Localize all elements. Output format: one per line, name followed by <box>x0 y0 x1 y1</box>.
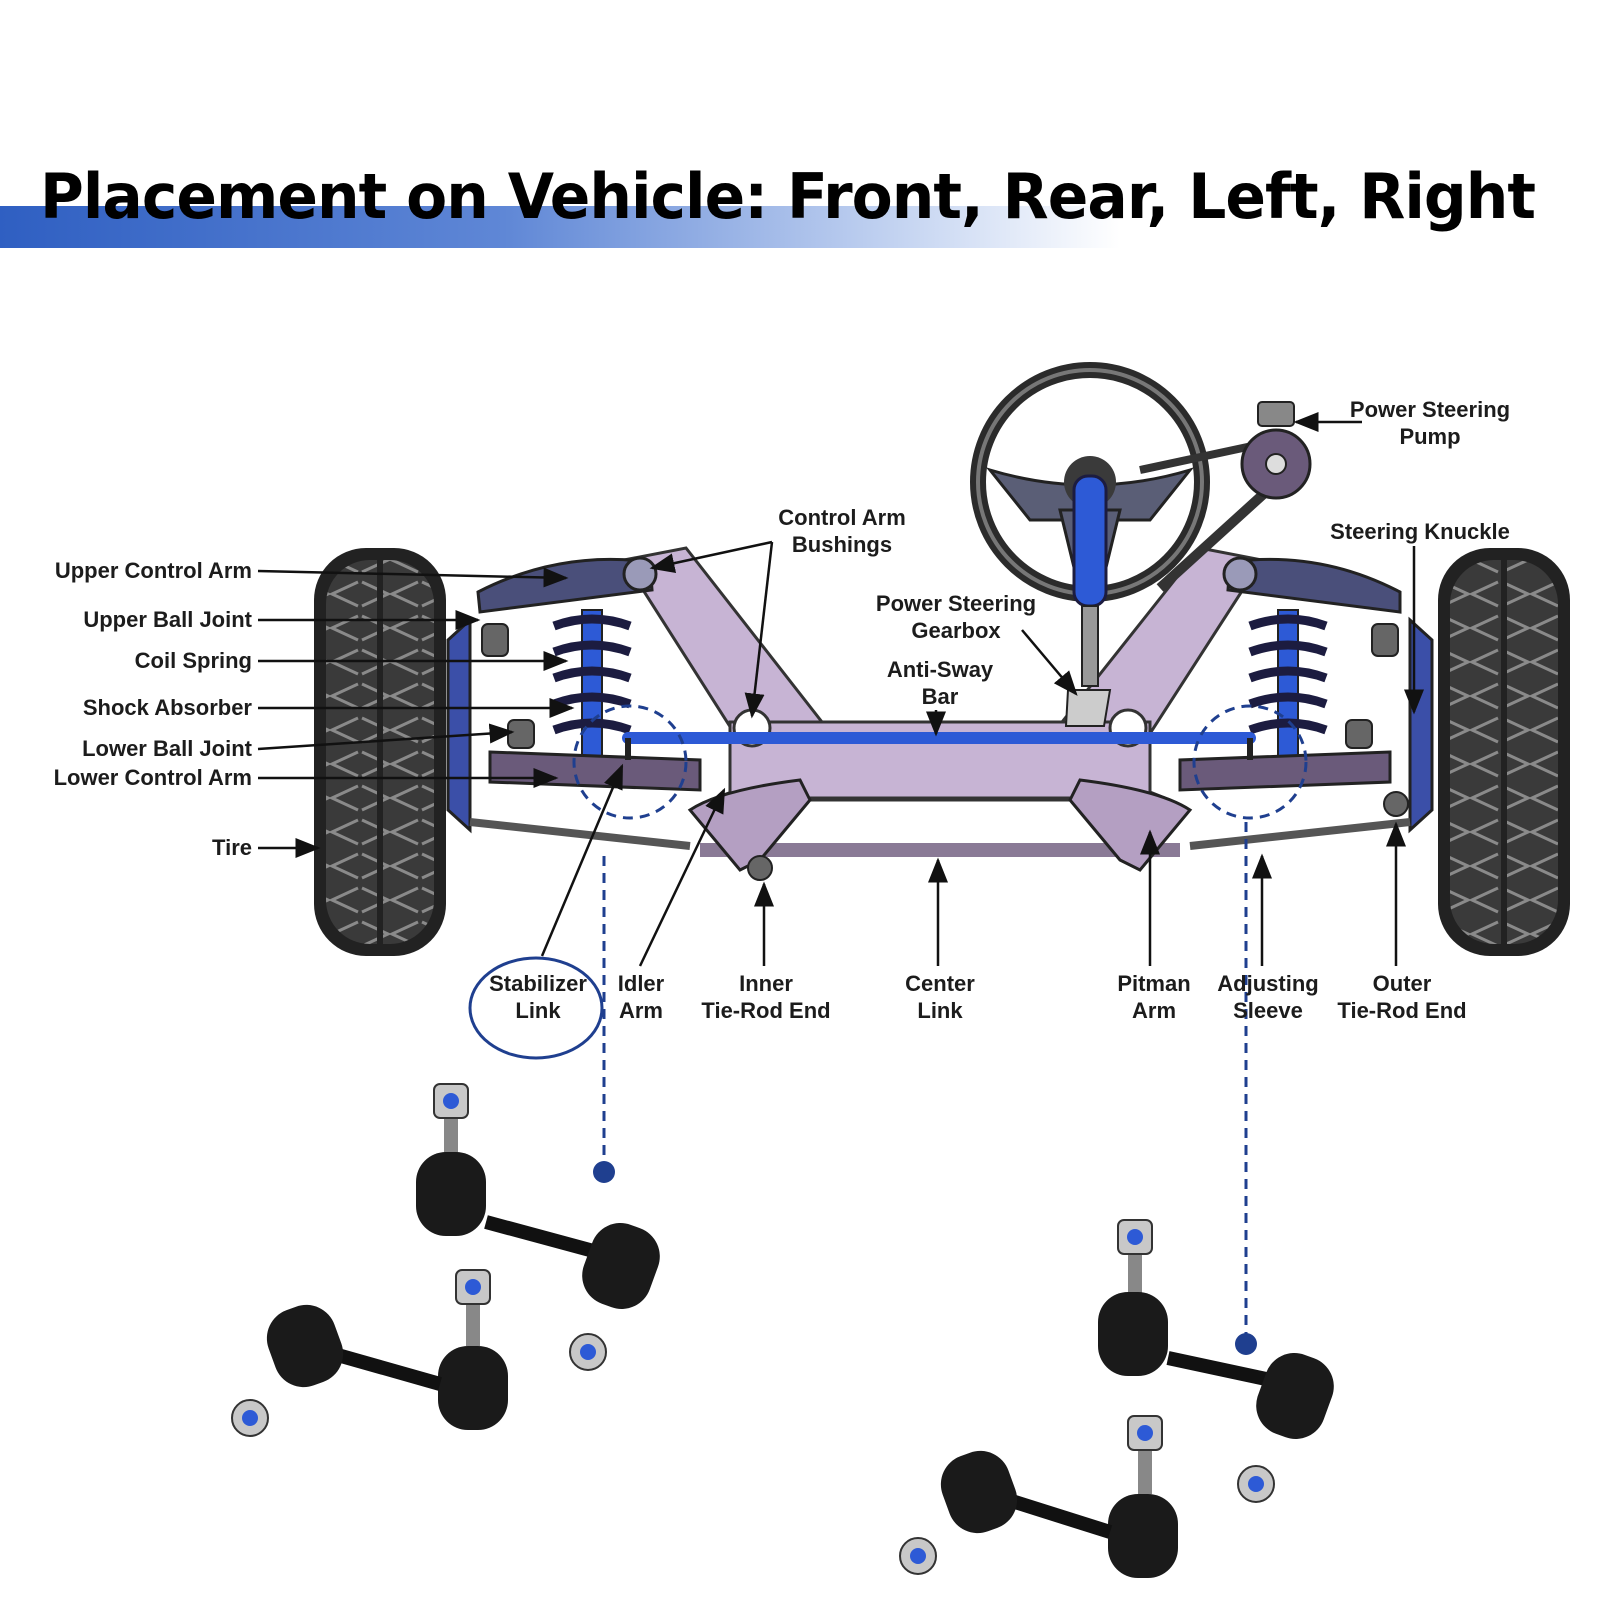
label-outer-tie-rod-end: Outer Tie-Rod End <box>1337 971 1467 1023</box>
stabilizer-link-product-1 <box>416 1083 660 1371</box>
upper-ball-joint-right <box>1371 623 1399 657</box>
coil-spring-left <box>552 609 632 761</box>
tire-right <box>1438 548 1570 956</box>
page-title: Placement on Vehicle: Front, Rear, Left,… <box>40 160 1536 233</box>
outer-tie-rod-joint <box>1383 791 1409 817</box>
stabilizer-link-product-2 <box>231 1269 508 1437</box>
stabilizer-link-stubs <box>625 738 1253 760</box>
stabilizer-link-product-3 <box>1098 1219 1334 1503</box>
tire-left <box>314 548 446 956</box>
label-coil-spring: Coil Spring <box>134 648 252 673</box>
label-upper-ball-joint: Upper Ball Joint <box>83 607 252 632</box>
pitman-arm-shape <box>1068 778 1193 872</box>
tie-rod-left <box>469 818 691 850</box>
leader-lines <box>257 412 1424 967</box>
steering-knuckle-left <box>446 616 472 834</box>
label-anti-sway-bar: Anti-Sway Bar <box>886 657 994 709</box>
label-power-steering-gearbox: Power Steering Gearbox <box>875 591 1037 643</box>
label-tire: Tire <box>212 835 252 860</box>
tie-rod-right <box>1189 818 1411 850</box>
label-stabilizer-link: Stabilizer Link <box>489 971 587 1023</box>
steering-shaft <box>1081 605 1099 687</box>
control-arm-bushing-right <box>1222 556 1258 592</box>
stabilizer-link-product-4 <box>899 1415 1178 1578</box>
label-idler-arm: Idler Arm <box>617 971 665 1023</box>
stabilizer-link-label-outline <box>468 956 604 1060</box>
dashed-leader-right-dot <box>1235 1333 1257 1355</box>
power-steering-pump <box>1240 401 1312 500</box>
inner-tie-rod-joint <box>747 855 773 881</box>
dashed-leader-left-dot <box>593 1161 615 1183</box>
stabilizer-highlight-right <box>1192 704 1308 820</box>
label-pitman-arm: Pitman Arm <box>1117 971 1191 1023</box>
label-adjusting-sleeve: Adjusting Sleeve <box>1217 971 1319 1023</box>
label-inner-tie-rod-end: Inner Tie-Rod End <box>701 971 831 1023</box>
coil-spring-right <box>1248 609 1328 761</box>
steering-knuckle-right <box>1408 616 1434 834</box>
upper-ball-joint-left <box>481 623 509 657</box>
label-center-link: Center Link <box>905 971 975 1023</box>
lower-ball-joint-left <box>507 719 535 749</box>
label-shock-absorber: Shock Absorber <box>82 695 252 720</box>
label-lower-ball-joint: Lower Ball Joint <box>82 736 252 761</box>
power-steering-gearbox <box>1064 689 1112 727</box>
lower-ball-joint-right <box>1345 719 1373 749</box>
lower-control-arm-left <box>488 750 702 792</box>
label-power-steering-pump: Power Steering Pump <box>1349 397 1511 449</box>
title-accent-band <box>0 206 1120 248</box>
label-control-arm-bushings: Control Arm Bushings <box>778 505 906 557</box>
label-lower-control-arm: Lower Control Arm <box>53 765 252 790</box>
steering-column <box>1072 474 1108 608</box>
label-upper-control-arm: Upper Control Arm <box>54 558 252 583</box>
lower-control-arm-right <box>1178 750 1392 792</box>
stabilizer-highlight-left <box>572 704 688 820</box>
label-steering-knuckle: Steering Knuckle <box>1330 519 1510 544</box>
control-arm-bushing-left <box>622 556 658 592</box>
